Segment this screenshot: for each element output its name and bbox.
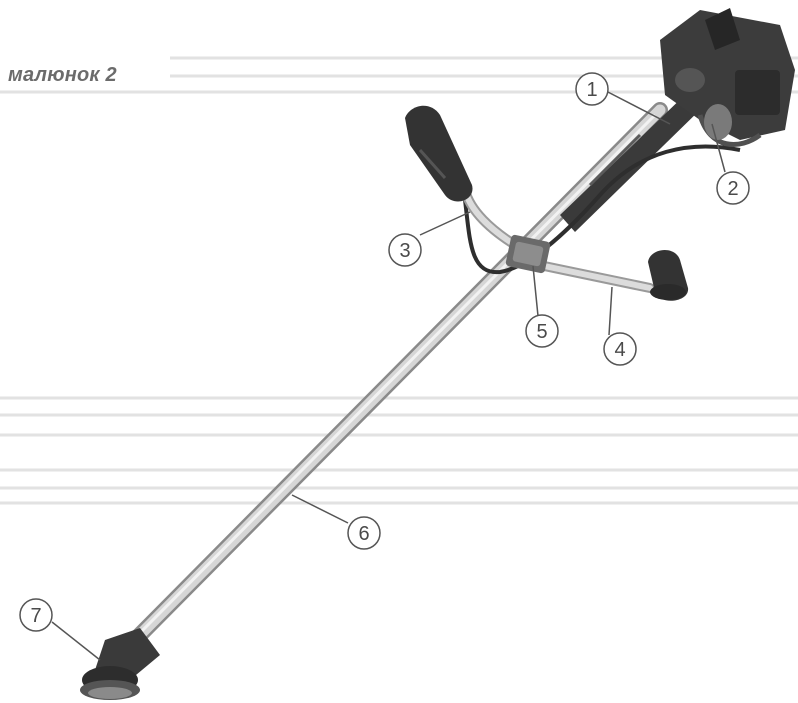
engine xyxy=(660,8,795,148)
callout-4-label: 4 xyxy=(614,339,625,361)
callout-6 xyxy=(347,516,381,550)
callout-5 xyxy=(525,314,559,348)
callout-3 xyxy=(388,233,422,267)
callout-3-label: 3 xyxy=(399,240,410,262)
callout-6-label: 6 xyxy=(358,523,369,545)
callout-2-label: 2 xyxy=(727,178,738,200)
callout-1-label: 1 xyxy=(586,79,597,101)
leader-lines xyxy=(51,89,726,661)
callout-1 xyxy=(575,72,609,106)
callouts xyxy=(19,72,750,632)
handle-clamp xyxy=(505,234,551,274)
callout-2 xyxy=(716,171,750,205)
right-handle xyxy=(520,250,689,301)
drive-tube-grip xyxy=(560,90,705,232)
callout-labels: 1 2 3 4 5 6 7 xyxy=(30,79,738,627)
callout-5-label: 5 xyxy=(536,321,547,343)
left-handle xyxy=(405,105,525,253)
trimmer-head xyxy=(80,628,160,700)
callout-7 xyxy=(19,598,53,632)
callout-7-label: 7 xyxy=(30,605,41,627)
throttle-cable xyxy=(463,144,741,275)
figure-caption: малюнок 2 xyxy=(8,64,117,86)
callout-4 xyxy=(603,332,637,366)
main-shaft xyxy=(112,102,668,663)
